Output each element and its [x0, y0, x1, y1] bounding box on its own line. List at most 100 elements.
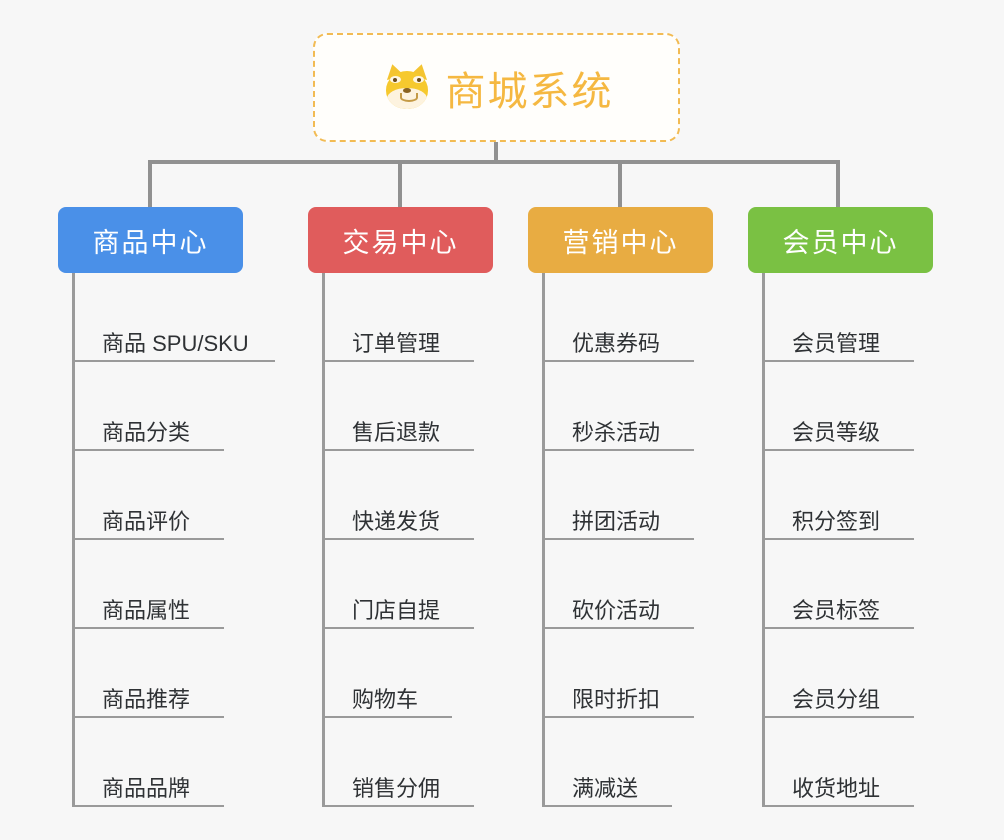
leaf-item-label: 商品品牌 [102, 775, 191, 801]
leaf-item[interactable]: 售后退款 [322, 362, 493, 451]
leaf-item-underline [322, 360, 474, 362]
leaf-item-label: 门店自提 [352, 597, 441, 623]
leaf-item[interactable]: 会员标签 [762, 540, 933, 629]
leaf-item-label: 满减送 [572, 775, 639, 801]
leaf-item-label: 商品属性 [102, 597, 191, 623]
leaf-item[interactable]: 优惠券码 [542, 273, 713, 362]
leaf-item-label: 商品 SPU/SKU [102, 330, 249, 356]
leaf-list: 优惠券码秒杀活动拼团活动砍价活动限时折扣满减送 [528, 273, 713, 807]
leaf-item-label: 砍价活动 [572, 597, 661, 623]
leaf-item-label: 商品推荐 [102, 686, 191, 712]
leaf-item-label: 会员标签 [792, 597, 881, 623]
category-header-3[interactable]: 营销中心 [528, 207, 713, 273]
leaf-item[interactable]: 会员分组 [762, 629, 933, 718]
leaf-item[interactable]: 限时折扣 [542, 629, 713, 718]
leaf-item-label: 收货地址 [792, 775, 881, 801]
shiba-inu-dog-face-icon [380, 61, 432, 114]
leaf-item-underline [542, 449, 694, 451]
leaf-item[interactable]: 门店自提 [322, 540, 493, 629]
leaf-item-underline [72, 449, 224, 451]
category-column-4: 会员中心会员管理会员等级积分签到会员标签会员分组收货地址 [748, 207, 933, 807]
connector-horizontal-bar [148, 160, 840, 164]
category-column-2: 交易中心订单管理售后退款快递发货门店自提购物车销售分佣 [308, 207, 493, 807]
root-title: 商城系统 [445, 69, 614, 114]
leaf-item[interactable]: 商品评价 [72, 451, 243, 540]
leaf-item-underline [762, 805, 914, 807]
leaf-item[interactable]: 购物车 [322, 629, 493, 718]
leaf-item[interactable]: 商品 SPU/SKU [72, 273, 275, 362]
column-rail [542, 273, 545, 807]
leaf-item[interactable]: 商品分类 [72, 362, 243, 451]
leaf-item-underline [762, 449, 914, 451]
leaf-item-underline [72, 538, 224, 540]
leaf-item-label: 商品分类 [102, 419, 191, 445]
category-header-label: 营销中心 [562, 227, 679, 258]
leaf-item-label: 订单管理 [352, 330, 441, 356]
leaf-item-underline [322, 805, 474, 807]
leaf-item-label: 会员等级 [792, 419, 881, 445]
leaf-item-underline [762, 538, 914, 540]
leaf-item-underline [542, 627, 694, 629]
leaf-item-underline [322, 716, 452, 718]
category-column-1: 商品中心商品 SPU/SKU 商品分类商品评价商品属性商品推荐商品品牌 [58, 207, 275, 807]
leaf-item-label: 销售分佣 [352, 775, 441, 801]
category-header-4[interactable]: 会员中心 [748, 207, 933, 273]
leaf-item-label: 购物车 [352, 686, 419, 712]
leaf-item-label: 快递发货 [352, 508, 441, 534]
connector-stem [494, 142, 498, 164]
leaf-item[interactable]: 订单管理 [322, 273, 493, 362]
leaf-list: 订单管理售后退款快递发货门店自提购物车销售分佣 [308, 273, 493, 807]
category-header-label: 会员中心 [782, 227, 899, 258]
leaf-item[interactable]: 秒杀活动 [542, 362, 713, 451]
leaf-item[interactable]: 商品属性 [72, 540, 243, 629]
category-header-label: 交易中心 [342, 227, 459, 258]
leaf-item[interactable]: 砍价活动 [542, 540, 713, 629]
leaf-item-label: 会员管理 [792, 330, 881, 356]
leaf-item-underline [72, 360, 275, 362]
leaf-item-label: 拼团活动 [572, 508, 661, 534]
category-header-label: 商品中心 [92, 227, 209, 258]
leaf-item-underline [762, 360, 914, 362]
root-node[interactable]: 商城系统 [313, 33, 680, 142]
leaf-item-underline [542, 360, 694, 362]
leaf-item-label: 会员分组 [792, 686, 881, 712]
connector-drop-4 [836, 160, 840, 208]
leaf-item-label: 积分签到 [792, 508, 881, 534]
column-rail [322, 273, 325, 807]
category-header-2[interactable]: 交易中心 [308, 207, 493, 273]
leaf-item-label: 商品评价 [102, 508, 191, 534]
leaf-item-label: 限时折扣 [572, 686, 661, 712]
leaf-item-label: 优惠券码 [572, 330, 661, 356]
leaf-item-label: 秒杀活动 [572, 419, 661, 445]
leaf-item-underline [322, 538, 474, 540]
leaf-item-underline [542, 538, 694, 540]
leaf-list: 会员管理会员等级积分签到会员标签会员分组收货地址 [748, 273, 933, 807]
leaf-item-underline [72, 627, 224, 629]
category-header-1[interactable]: 商品中心 [58, 207, 243, 273]
category-column-3: 营销中心优惠券码秒杀活动拼团活动砍价活动限时折扣满减送 [528, 207, 713, 807]
leaf-item-underline [322, 627, 474, 629]
leaf-item[interactable]: 销售分佣 [322, 718, 493, 807]
leaf-item-underline [72, 716, 224, 718]
leaf-item-underline [322, 449, 474, 451]
leaf-item[interactable]: 会员等级 [762, 362, 933, 451]
leaf-item[interactable]: 快递发货 [322, 451, 493, 540]
leaf-item-underline [762, 627, 914, 629]
leaf-list: 商品 SPU/SKU 商品分类商品评价商品属性商品推荐商品品牌 [58, 273, 275, 807]
connector-drop-1 [148, 160, 152, 208]
connector-drop-3 [618, 160, 622, 208]
column-rail [72, 273, 75, 807]
leaf-item[interactable]: 积分签到 [762, 451, 933, 540]
leaf-item-label: 售后退款 [352, 419, 441, 445]
leaf-item[interactable]: 商品推荐 [72, 629, 243, 718]
leaf-item-underline [72, 805, 224, 807]
column-rail [762, 273, 765, 807]
leaf-item[interactable]: 满减送 [542, 718, 713, 807]
connector-drop-2 [398, 160, 402, 208]
leaf-item[interactable]: 收货地址 [762, 718, 933, 807]
leaf-item-underline [542, 716, 694, 718]
leaf-item[interactable]: 会员管理 [762, 273, 933, 362]
leaf-item[interactable]: 商品品牌 [72, 718, 243, 807]
leaf-item[interactable]: 拼团活动 [542, 451, 713, 540]
